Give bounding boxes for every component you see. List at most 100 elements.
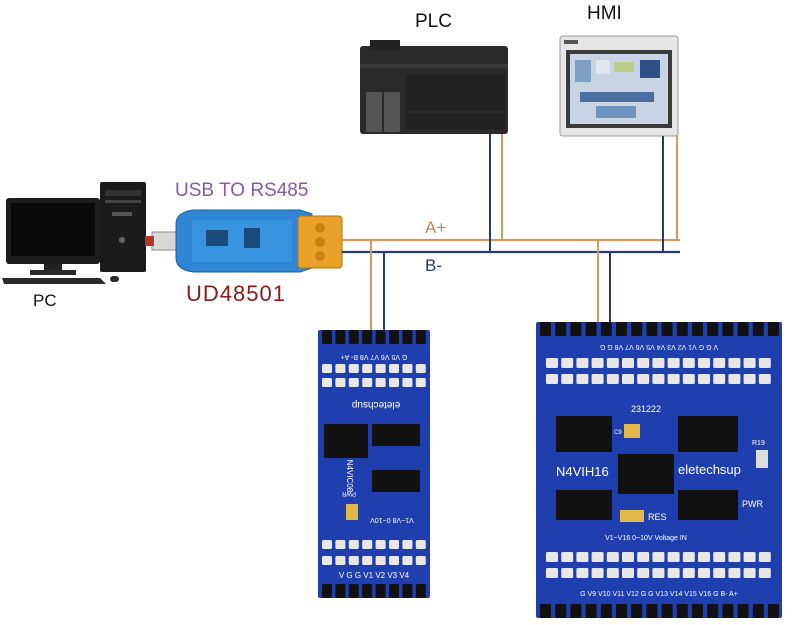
large-brand: eletechsup bbox=[678, 462, 741, 477]
header-pin bbox=[676, 604, 688, 618]
header-pin bbox=[322, 330, 332, 344]
smd-component bbox=[728, 358, 741, 368]
smd-component bbox=[622, 552, 634, 562]
header-pin bbox=[768, 604, 779, 618]
header-pin bbox=[555, 322, 567, 336]
plc-label: PLC bbox=[415, 11, 452, 32]
smd-component bbox=[606, 374, 619, 384]
smd-component bbox=[546, 358, 558, 368]
smd-component bbox=[682, 568, 695, 578]
smd-component bbox=[389, 556, 399, 565]
tower-case bbox=[100, 182, 146, 272]
header-pin bbox=[362, 584, 373, 598]
smd-component bbox=[698, 374, 710, 384]
header-pin bbox=[631, 322, 643, 336]
smd-component bbox=[348, 540, 359, 549]
header-pin bbox=[415, 330, 426, 344]
smd-component bbox=[375, 556, 386, 565]
smd-component bbox=[713, 358, 726, 368]
header-pin bbox=[540, 604, 551, 618]
header-pin bbox=[402, 330, 413, 344]
smd-component bbox=[758, 552, 771, 562]
smd-component bbox=[667, 358, 680, 368]
smd-component bbox=[546, 568, 558, 578]
large-chip-3 bbox=[618, 454, 674, 494]
smd-component bbox=[402, 378, 413, 387]
header-pin bbox=[348, 330, 359, 344]
smd-component bbox=[389, 540, 399, 549]
smd-component bbox=[348, 556, 359, 565]
smd-component bbox=[576, 568, 589, 578]
smd-component bbox=[335, 556, 346, 565]
smd-component bbox=[743, 358, 756, 368]
large-pwr: PWR bbox=[742, 499, 763, 509]
smd-component bbox=[402, 556, 413, 565]
small-chip-1 bbox=[324, 424, 368, 458]
header-pin bbox=[585, 604, 597, 618]
header-pin bbox=[600, 322, 612, 336]
large-chip-4 bbox=[556, 490, 612, 520]
smd-component bbox=[402, 540, 413, 549]
header-pin bbox=[737, 322, 749, 336]
smd-component bbox=[667, 552, 680, 562]
large-c9-label: C9 bbox=[614, 430, 622, 436]
large-r19: R19 bbox=[752, 440, 765, 447]
large-led bbox=[756, 450, 768, 468]
smd-component bbox=[591, 358, 604, 368]
smd-component bbox=[606, 568, 619, 578]
smd-component bbox=[758, 374, 771, 384]
a-plus-label: A+ bbox=[425, 218, 447, 237]
header-pin bbox=[389, 584, 399, 598]
smd-component bbox=[576, 552, 589, 562]
small-io-board: G V5 V6 V7 V8 B- A+ eletechsup N4VIC08 P… bbox=[318, 330, 430, 598]
smd-component bbox=[322, 378, 332, 387]
smd-component bbox=[561, 358, 574, 368]
smd-component bbox=[389, 378, 399, 387]
header-pin bbox=[616, 604, 627, 618]
small-chip-3 bbox=[372, 470, 420, 492]
header-pin bbox=[362, 330, 373, 344]
hmi-touchscreen bbox=[559, 35, 679, 137]
small-chip-2 bbox=[372, 424, 420, 446]
smd-component bbox=[652, 568, 665, 578]
header-pin bbox=[600, 604, 612, 618]
smd-component bbox=[561, 552, 574, 562]
smd-component bbox=[713, 374, 726, 384]
large-chip-2 bbox=[678, 416, 738, 452]
smd-component bbox=[415, 540, 426, 549]
large-chip-1 bbox=[556, 416, 612, 452]
smd-component bbox=[682, 358, 695, 368]
large-voltage: V1~V16 0~10V Voltage IN bbox=[605, 535, 687, 542]
smd-component bbox=[546, 374, 558, 384]
header-pin bbox=[646, 604, 658, 618]
usb-plug bbox=[151, 231, 177, 251]
smd-component bbox=[682, 552, 695, 562]
smd-component bbox=[637, 374, 650, 384]
smd-component bbox=[322, 540, 332, 549]
large-res-jumper bbox=[620, 510, 644, 522]
smd-component bbox=[546, 552, 558, 562]
smd-component bbox=[728, 374, 741, 384]
smd-component bbox=[415, 364, 426, 373]
adapter-model-label: UD48501 bbox=[186, 281, 286, 306]
header-pin bbox=[570, 604, 582, 618]
header-pin bbox=[768, 322, 779, 336]
smd-component bbox=[335, 540, 346, 549]
smd-component bbox=[606, 552, 619, 562]
usb-plug-tip bbox=[145, 236, 154, 246]
smd-component bbox=[652, 358, 665, 368]
smd-component bbox=[591, 568, 604, 578]
large-res-label: RES bbox=[648, 512, 667, 522]
smd-component bbox=[622, 374, 634, 384]
smd-component bbox=[622, 568, 634, 578]
smd-component bbox=[743, 374, 756, 384]
smd-component bbox=[576, 374, 589, 384]
smd-component bbox=[667, 374, 680, 384]
smd-component bbox=[561, 568, 574, 578]
header-pin bbox=[646, 322, 658, 336]
smd-component bbox=[415, 378, 426, 387]
header-pin bbox=[375, 584, 386, 598]
header-pin bbox=[722, 322, 734, 336]
small-voltage: V1~V8 0~10V bbox=[370, 516, 414, 523]
